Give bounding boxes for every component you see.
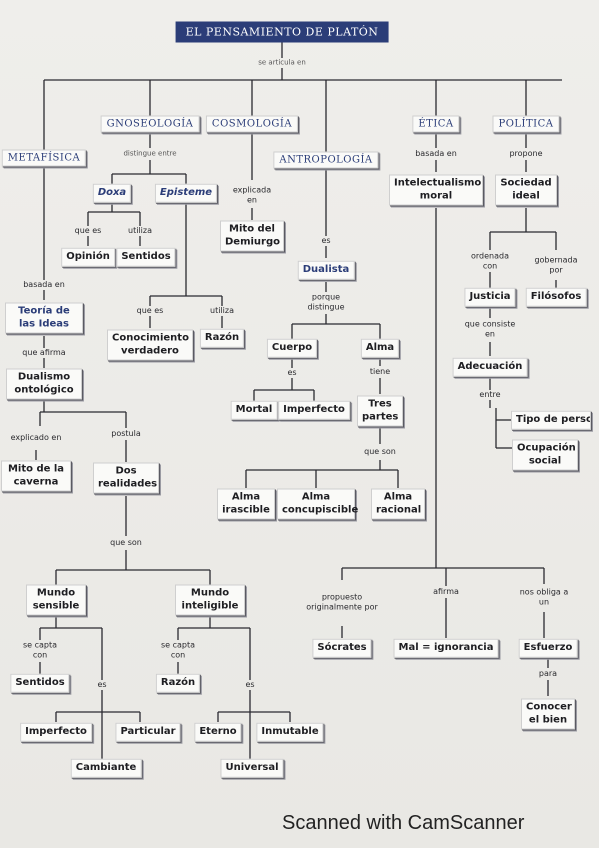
node-filosofos: Filósofos [525, 287, 587, 307]
node-adecuacion: Adecuación [452, 357, 528, 377]
label-utiliza-episteme: utiliza [210, 305, 234, 315]
node-justicia: Justicia [464, 287, 516, 307]
label-basada-en: basada en [23, 279, 65, 289]
label-explicada-en: explicada en [232, 185, 272, 205]
label-que-son-mundos: que son [110, 537, 142, 547]
category-antropologia: ANTROPOLOGÍA [273, 151, 379, 169]
label-es-dualista: es [321, 235, 331, 245]
label-utiliza-doxa: utiliza [128, 225, 152, 235]
node-intelectualismo-moral: Intelectualismo moral [389, 174, 483, 206]
label-se-capta-con-1: se capta con [22, 640, 58, 660]
label-explicado-en: explicado en [10, 432, 62, 442]
node-dualista: Dualista [297, 260, 355, 280]
node-sentidos-mundo: Sentidos [10, 673, 70, 693]
node-mal-ignorancia: Mal = ignorancia [393, 638, 499, 658]
node-razon-mundo: Razón [155, 673, 201, 693]
node-esfuerzo: Esfuerzo [518, 638, 578, 658]
label-es-cuerpo: es [287, 367, 297, 377]
node-episteme: Episteme [154, 183, 218, 203]
label-afirma: afirma [433, 586, 459, 596]
label-es-sensible: es [97, 679, 107, 689]
node-sentidos-doxa: Sentidos [116, 247, 176, 267]
node-tipo-persona: Tipo de persona [511, 410, 591, 430]
root-label: se articula en [258, 58, 306, 67]
node-dos-realidades: Dos realidades [93, 462, 159, 494]
node-ocupacion-social: Ocupación social [512, 439, 578, 471]
node-alma-irascible: Alma irascible [217, 488, 275, 520]
label-basada-en-etica: basada en [415, 148, 457, 158]
label-distingue-entre: distingue entre [123, 149, 177, 158]
label-para: para [538, 668, 558, 678]
node-socrates: Sócrates [312, 638, 372, 658]
label-tiene: tiene [369, 366, 391, 376]
node-teoria-ideas: Teoría de las Ideas [5, 302, 83, 334]
node-alma: Alma [360, 338, 400, 358]
node-doxa: Doxa [92, 183, 132, 203]
node-cuerpo: Cuerpo [266, 338, 318, 358]
node-dualismo-ontologico: Dualismo ontológico [6, 368, 82, 400]
node-mortal: Mortal [230, 400, 278, 420]
category-metafisica: METAFÍSICA [1, 149, 87, 167]
node-mundo-inteligible: Mundo inteligible [175, 584, 245, 616]
label-ordenada-con: ordenada con [471, 251, 509, 271]
label-gobernada-por: gobernada por [534, 255, 578, 275]
label-que-es-episteme: que es [136, 305, 164, 315]
label-nos-obliga: nos obliga a un [519, 587, 569, 607]
label-entre: entre [479, 389, 501, 399]
node-mundo-sensible: Mundo sensible [26, 584, 86, 616]
node-inmutable: Inmutable [256, 722, 324, 742]
node-sociedad-ideal: Sociedad ideal [495, 174, 557, 206]
node-imperfecto-mundo: Imperfecto [20, 722, 92, 742]
label-es-inteligible: es [245, 679, 255, 689]
node-razon-episteme: Razón [199, 328, 245, 348]
label-que-es-doxa: que es [74, 225, 102, 235]
node-conocer-bien: Conocer el bien [521, 698, 575, 730]
node-tres-partes: Tres partes [357, 395, 403, 427]
node-universal: Universal [220, 758, 284, 778]
label-porque-distingue: porque distingue [307, 292, 345, 312]
node-cambiante: Cambiante [70, 758, 142, 778]
node-alma-racional: Alma racional [371, 488, 425, 520]
label-propuesto-por: propuesto originalmente por [306, 592, 378, 612]
category-cosmologia: COSMOLOGÍA [205, 115, 299, 133]
category-politica: POLÍTICA [492, 115, 560, 133]
node-eterno: Eterno [194, 722, 242, 742]
page-title: EL PENSAMIENTO DE PLATÓN [175, 21, 389, 43]
category-gnoseologia: GNOSEOLOGÍA [100, 115, 200, 133]
category-etica: ÉTICA [412, 115, 460, 133]
node-alma-concupiscible: Alma concupiscible [277, 488, 358, 520]
node-imperfecto-cuerpo: Imperfecto [278, 400, 350, 420]
node-mito-caverna: Mito de la caverna [1, 460, 71, 492]
node-particular: Particular [115, 722, 181, 742]
node-opinion: Opinión [61, 247, 115, 267]
node-conocimiento-verdadero: Conocimiento verdadero [107, 329, 193, 361]
label-postula: postula [111, 428, 141, 438]
node-mito-demiurgo: Mito del Demiurgo [220, 220, 284, 252]
label-propone: propone [509, 148, 543, 158]
camscanner-watermark: Scanned with CamScanner [282, 812, 525, 834]
label-que-consiste-en: que consiste en [464, 319, 516, 339]
label-que-afirma: que afirma [22, 347, 66, 357]
label-se-capta-con-2: se capta con [160, 640, 196, 660]
label-que-son-partes: que son [364, 446, 396, 456]
